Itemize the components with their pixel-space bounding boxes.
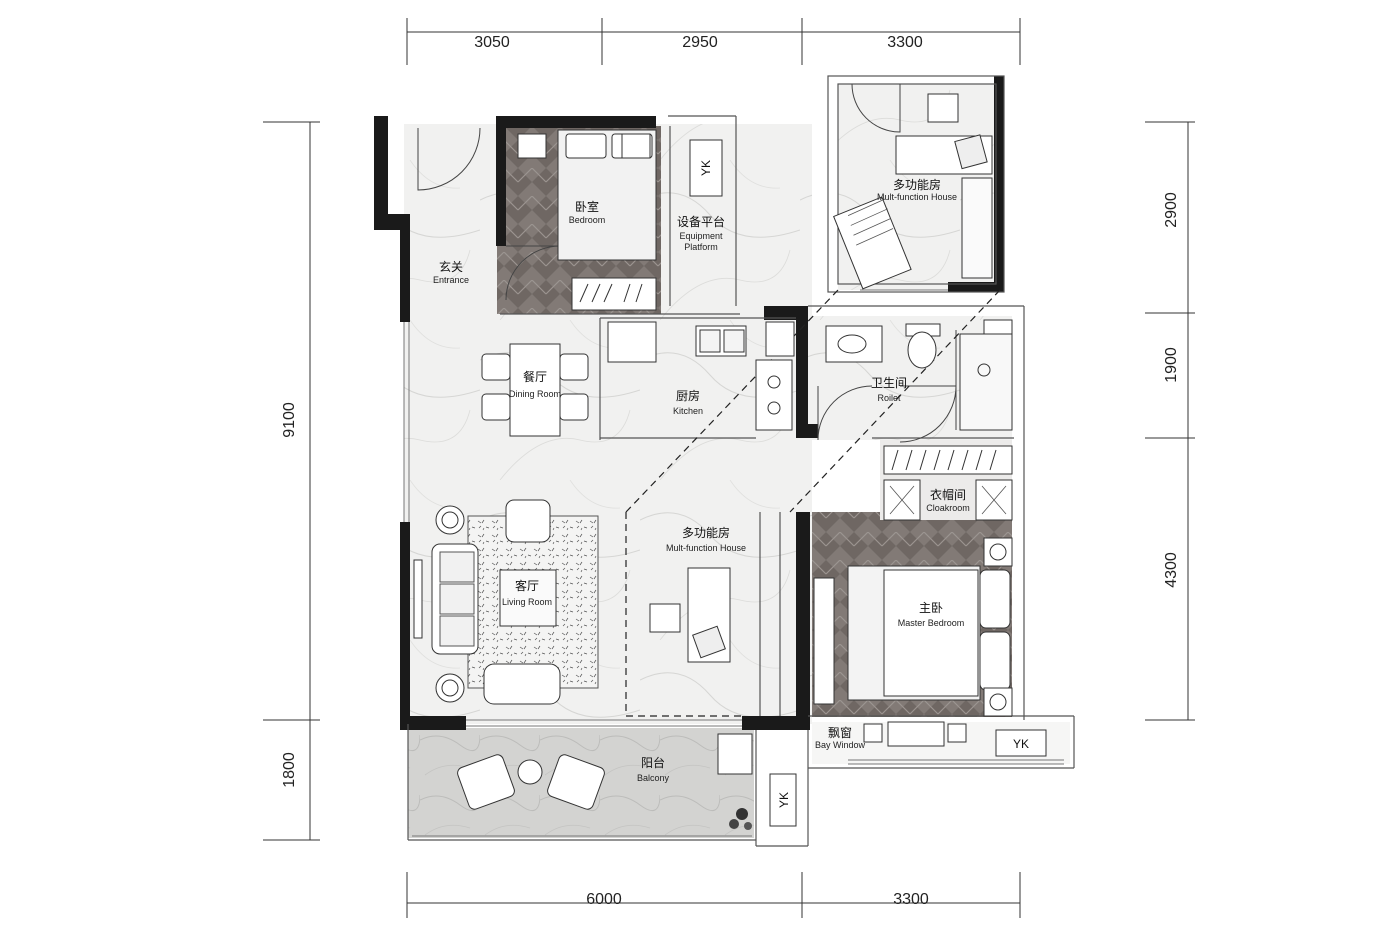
bedroom-furniture bbox=[517, 129, 657, 311]
dim-top-3: 3300 bbox=[887, 34, 923, 51]
entrance-en: Entrance bbox=[433, 275, 469, 285]
equipment-en-1: Equipment bbox=[679, 231, 723, 241]
dim-right-1: 2900 bbox=[1163, 192, 1180, 228]
room-label-toilet: 卫生间 Roilet bbox=[871, 376, 907, 403]
walls bbox=[374, 76, 1004, 730]
multi-center-en: Mult-function House bbox=[666, 543, 746, 553]
living-en: Living Room bbox=[502, 597, 552, 607]
room-label-living: 客厅 Living Room bbox=[502, 578, 552, 607]
dim-bottom-1: 6000 bbox=[586, 891, 622, 908]
master-en: Master Bedroom bbox=[898, 618, 965, 628]
equipment-cn: 设备平台 bbox=[677, 214, 725, 229]
kitchen-furniture bbox=[607, 321, 795, 431]
ac-unit-balcony bbox=[769, 773, 797, 827]
toilet-furniture bbox=[825, 319, 1013, 431]
dim-top-1: 3050 bbox=[474, 34, 510, 51]
room-label-multi-center: 多功能房 Mult-function House bbox=[666, 525, 746, 553]
multi-top-en: Mult-function House bbox=[877, 192, 957, 202]
bedroom-en: Bedroom bbox=[569, 215, 606, 225]
bay-en: Bay Window bbox=[815, 740, 866, 750]
thin-walls bbox=[407, 75, 1075, 847]
ac-label-equipment: YK bbox=[699, 160, 713, 176]
top-multi-room-furniture bbox=[833, 93, 993, 290]
bay-window-furniture bbox=[863, 721, 967, 747]
room-label-multi-top: 多功能房 Mult-function House bbox=[877, 177, 957, 202]
dimension-lines bbox=[263, 18, 1195, 918]
room-label-bedroom: 卧室 Bedroom bbox=[569, 199, 606, 225]
balcony-cn: 阳台 bbox=[641, 755, 665, 770]
room-label-balcony: 阳台 Balcony bbox=[637, 755, 670, 783]
balcony-furniture bbox=[457, 733, 753, 830]
kitchen-en: Kitchen bbox=[673, 406, 703, 416]
cloakroom-furniture bbox=[883, 445, 1013, 521]
master-cn: 主卧 bbox=[919, 601, 943, 615]
center-multi-room-furniture bbox=[649, 567, 731, 663]
ac-label-bay: YK bbox=[1013, 737, 1029, 751]
cloakroom-en: Cloakroom bbox=[926, 503, 970, 513]
windows bbox=[403, 289, 1064, 837]
multi-center-cn: 多功能房 bbox=[682, 525, 730, 540]
room-label-master: 主卧 Master Bedroom bbox=[898, 601, 965, 628]
toilet-en: Roilet bbox=[877, 393, 901, 403]
room-label-bay: 飘窗 Bay Window bbox=[815, 726, 866, 750]
dim-left-1: 9100 bbox=[281, 402, 298, 438]
balcony-en: Balcony bbox=[637, 773, 670, 783]
multi-top-cn: 多功能房 bbox=[893, 177, 941, 192]
equipment-en-2: Platform bbox=[684, 242, 718, 252]
master-furniture bbox=[813, 537, 1013, 717]
dining-furniture bbox=[481, 343, 589, 437]
dim-left-2: 1800 bbox=[281, 752, 298, 788]
ac-unit-bay bbox=[995, 729, 1047, 757]
room-label-cloakroom: 衣帽间 Cloakroom bbox=[926, 487, 970, 513]
room-label-equipment: 设备平台 Equipment Platform bbox=[677, 214, 725, 252]
dim-right-3: 4300 bbox=[1163, 552, 1180, 588]
dim-bottom-2: 3300 bbox=[893, 891, 929, 908]
ac-unit-equipment bbox=[689, 139, 723, 197]
dim-top-2: 2950 bbox=[682, 34, 718, 51]
living-furniture bbox=[413, 499, 599, 705]
doors bbox=[417, 83, 957, 443]
toilet-cn: 卫生间 bbox=[871, 376, 907, 390]
entrance-cn: 玄关 bbox=[439, 259, 463, 274]
ac-label-balcony: YK bbox=[777, 792, 791, 808]
room-label-entrance: 玄关 Entrance bbox=[433, 259, 469, 285]
dining-en: Dining Room bbox=[509, 389, 561, 399]
cloakroom-cn: 衣帽间 bbox=[930, 487, 966, 502]
living-cn: 客厅 bbox=[515, 578, 539, 593]
bay-cn: 飘窗 bbox=[828, 726, 852, 740]
dining-cn: 餐厅 bbox=[523, 369, 547, 384]
partition-lines bbox=[625, 289, 1001, 717]
dim-right-2: 1900 bbox=[1163, 347, 1180, 383]
bedroom-cn: 卧室 bbox=[575, 199, 599, 214]
room-label-kitchen: 厨房 Kitchen bbox=[673, 388, 703, 416]
kitchen-cn: 厨房 bbox=[676, 388, 700, 403]
room-label-dining: 餐厅 Dining Room bbox=[509, 369, 561, 399]
